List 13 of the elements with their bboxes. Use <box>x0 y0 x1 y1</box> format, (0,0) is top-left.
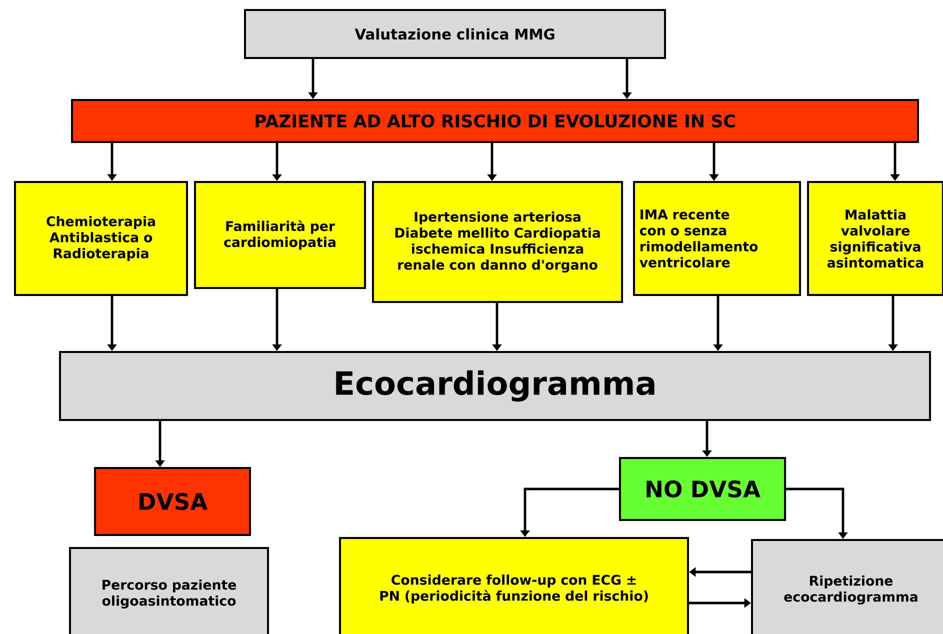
process-box: Percorso paziente oligoasintomatico <box>69 547 269 634</box>
criteria-box: Familiarità per cardiomiopatia <box>194 181 366 289</box>
process-box: Considerare follow-up con ECG ± PN (periodicità funzione del rischio) <box>339 537 689 634</box>
result-box: DVSA <box>94 467 251 536</box>
banner-box: PAZIENTE AD ALTO RISCHIO DI EVOLUZIONE IN SC <box>71 99 919 143</box>
process-box: Ecocardiogramma <box>59 351 931 421</box>
result-box: NO DVSA <box>618 457 786 521</box>
criteria-box: Chemioterapia Antiblastica o Radioterapia <box>14 180 188 296</box>
process-box: Valutazione clinica MMG <box>244 9 666 59</box>
criteria-box: Ipertensione arteriosa Diabete mellito Cardiopatia ischemica Insufficienza renale con danno d'organo <box>372 181 624 303</box>
criteria-box: IMA recente con o senza rimodellamento ventricolare <box>633 180 801 296</box>
process-box: Ripetizione ecocardiogramma <box>751 539 943 634</box>
criteria-box: Malattia valvolare significativa asintomatica <box>807 180 943 296</box>
